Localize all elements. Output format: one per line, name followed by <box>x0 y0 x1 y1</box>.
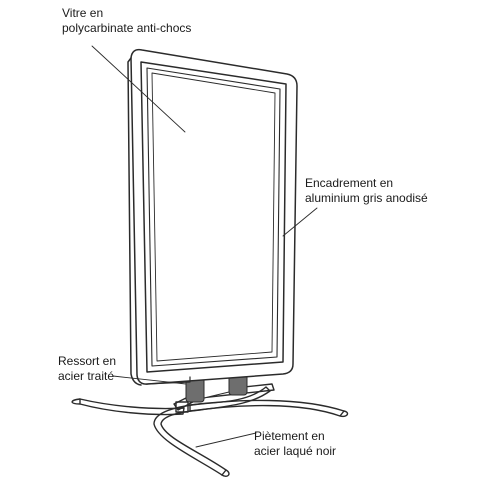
glass-panel <box>151 72 276 362</box>
frame-bottom-rail <box>145 376 191 385</box>
label-base-line2: acier laqué noir <box>254 444 337 458</box>
leader-spring <box>112 375 187 385</box>
back-leg-end <box>71 398 81 405</box>
label-frame-line1: Encadrement en <box>305 176 394 190</box>
label-frame-line2: aluminium gris anodisé <box>305 191 428 205</box>
back-leg <box>79 398 185 416</box>
label-glass-line2: polycarbinate anti-chocs <box>62 21 192 35</box>
label-glass-line1: Vitre en <box>62 6 104 20</box>
label-frame: Encadrement en aluminium gris anodisé <box>305 176 428 206</box>
label-glass: Vitre en polycarbinate anti-chocs <box>62 6 191 36</box>
base-block <box>175 401 189 413</box>
label-base-line1: Piètement en <box>254 429 325 443</box>
leader-glass <box>91 45 186 133</box>
frame <box>127 48 298 386</box>
front-leg <box>153 386 271 476</box>
front-leg-end <box>221 469 230 478</box>
label-spring-line1: Ressort en <box>58 354 117 368</box>
leader-base <box>195 432 257 448</box>
label-spring: Ressort en acier traité <box>58 354 116 384</box>
label-base: Piètement en acier laqué noir <box>254 429 336 459</box>
leader-lines <box>91 45 318 448</box>
frame-depth <box>127 57 142 386</box>
label-spring-line2: acier traité <box>58 369 115 383</box>
frame-outer <box>130 48 298 385</box>
frame-inner-2 <box>146 67 281 367</box>
leader-frame <box>282 207 318 237</box>
back-leg-right-end <box>339 410 349 418</box>
frame-inner-1 <box>140 61 287 373</box>
